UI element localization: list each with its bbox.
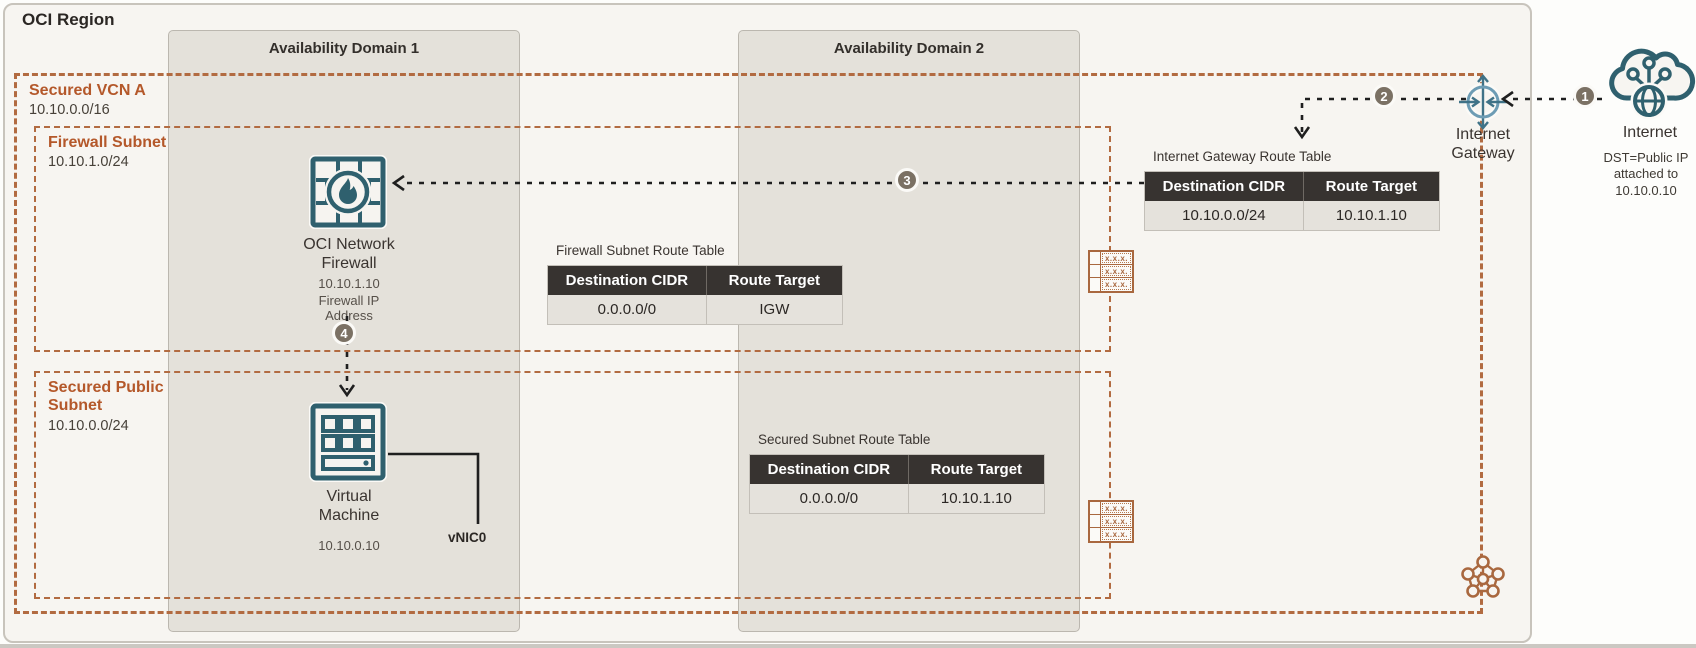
column-header: Route Target — [1303, 172, 1439, 201]
flow-step-badge-2: 2 — [1372, 84, 1396, 108]
oci-region-label: OCI Region — [22, 10, 115, 29]
network-firewall-label-block: OCI Network Firewall 10.10.1.10 Firewall… — [281, 236, 417, 324]
route-table-mini-icon: x.x.x. x.x.x. x.x.x. — [1088, 250, 1134, 293]
route-table-mini-cell — [1090, 265, 1101, 277]
secured-vcn-cidr: 10.10.0.0/16 — [29, 102, 110, 119]
firewall-subnet-label-block: Firewall Subnet 10.10.1.0/24 — [48, 134, 166, 171]
route-table-mini-cell — [1090, 252, 1101, 264]
firewall-subnet-cidr: 10.10.1.0/24 — [48, 154, 129, 171]
firewall-subnet-box: Firewall Subnet 10.10.1.0/24 — [34, 126, 1111, 352]
secured-public-subnet-cidr: 10.10.0.0/24 — [48, 417, 129, 434]
route-table-mini-row: x.x.x. — [1090, 265, 1132, 278]
route-table-mini-text: x.x.x. — [1102, 266, 1131, 276]
route-table-mini-text: x.x.x. — [1102, 279, 1131, 290]
secured-public-subnet-label-block: Secured Public Subnet 10.10.0.0/24 — [48, 379, 180, 434]
secured-public-subnet-box: Secured Public Subnet 10.10.0.0/24 — [34, 371, 1111, 599]
firewall-subnet-route-table-grid: Destination CIDR Route Target 0.0.0.0/0 … — [547, 265, 843, 325]
secured-subnet-route-table-title: Secured Subnet Route Table — [758, 432, 931, 447]
route-table-mini-row: x.x.x. — [1090, 515, 1132, 528]
route-table-mini-cell — [1090, 515, 1101, 527]
secured-public-subnet-label: Secured Public Subnet — [48, 379, 164, 415]
column-header: Destination CIDR — [1145, 172, 1304, 201]
table-cell: 0.0.0.0/0 — [750, 484, 909, 513]
column-header: Destination CIDR — [750, 455, 909, 484]
internet-cloud-icon — [1609, 48, 1696, 120]
table-cell: 10.10.0.0/24 — [1145, 201, 1304, 230]
vnic0-label: vNIC0 — [448, 530, 487, 545]
secured-vcn-label-block: Secured VCN A 10.10.0.0/16 — [29, 82, 146, 119]
internet-gateway-icon — [1459, 74, 1507, 130]
column-header: Destination CIDR — [548, 266, 707, 295]
availability-domain-2-label: Availability Domain 2 — [833, 40, 985, 57]
virtual-machine-label-block: Virtual Machine 10.10.0.10 — [281, 488, 417, 553]
column-header: Route Target — [706, 266, 842, 295]
virtual-machine-title: Virtual Machine — [318, 488, 380, 524]
route-table-mini-text: x.x.x. — [1102, 503, 1131, 513]
table-cell: 10.10.1.10 — [1303, 201, 1439, 230]
route-table-mini-cell — [1090, 502, 1101, 514]
availability-domain-1-label: Availability Domain 1 — [268, 40, 420, 57]
network-firewall-caption: Firewall IP Address — [318, 293, 380, 324]
availability-domain-2-box: Availability Domain 2 — [738, 30, 1080, 632]
internet-note: DST=Public IP attached to 10.10.0.10 — [1603, 150, 1689, 198]
firewall-subnet-route-table-title: Firewall Subnet Route Table — [556, 243, 725, 258]
internet-gateway-route-table-title: Internet Gateway Route Table — [1153, 149, 1332, 164]
secured-subnet-route-table-grid: Destination CIDR Route Target 0.0.0.0/0 … — [749, 454, 1045, 514]
firewall-subnet-route-table: Firewall Subnet Route Table Destination … — [547, 243, 843, 325]
network-firewall-ip: 10.10.1.10 — [318, 275, 380, 291]
secured-subnet-route-table: Secured Subnet Route Table Destination C… — [749, 432, 1045, 514]
route-table-mini-row: x.x.x. — [1090, 528, 1132, 541]
internet-label-block: Internet — [1594, 124, 1696, 143]
network-firewall-icon — [309, 155, 387, 229]
internet-gateway-label: Internet Gateway — [1451, 126, 1515, 162]
virtual-machine-icon — [309, 402, 387, 482]
virtual-machine-ip: 10.10.0.10 — [318, 537, 380, 553]
internet-gateway-route-table-grid: Destination CIDR Route Target 10.10.0.0/… — [1144, 171, 1440, 231]
internet-gateway-route-table: Internet Gateway Route Table Destination… — [1144, 149, 1440, 231]
network-firewall-title: OCI Network Firewall — [303, 236, 395, 272]
secured-vcn-box: Secured VCN A 10.10.0.0/16 — [14, 73, 1483, 614]
route-table-mini-row: x.x.x. — [1090, 502, 1132, 515]
internet-gateway-label-block: Internet Gateway — [1433, 126, 1533, 164]
internet-label: Internet — [1622, 124, 1678, 141]
route-table-mini-text: x.x.x. — [1102, 516, 1131, 526]
secured-vcn-label: Secured VCN A — [29, 82, 146, 99]
flow-step-badge-3: 3 — [895, 168, 919, 192]
column-header: Route Target — [908, 455, 1044, 484]
firewall-subnet-label: Firewall Subnet — [48, 134, 167, 151]
route-table-mini-row: x.x.x. — [1090, 278, 1132, 291]
table-cell: IGW — [706, 295, 842, 324]
bottom-edge-bar — [0, 644, 1696, 648]
table-cell: 10.10.1.10 — [908, 484, 1044, 513]
route-table-mini-text: x.x.x. — [1102, 529, 1131, 540]
route-table-mini-cell — [1090, 278, 1101, 291]
flow-step-badge-4: 4 — [332, 321, 356, 345]
route-table-mini-row: x.x.x. — [1090, 252, 1132, 265]
route-table-mini-icon: x.x.x. x.x.x. x.x.x. — [1088, 500, 1134, 543]
route-table-mini-text: x.x.x. — [1102, 253, 1131, 263]
flow-step-badge-1: 1 — [1573, 84, 1597, 108]
route-table-mini-cell — [1090, 528, 1101, 541]
vcn-cluster-icon — [1461, 555, 1505, 598]
table-cell: 0.0.0.0/0 — [548, 295, 707, 324]
